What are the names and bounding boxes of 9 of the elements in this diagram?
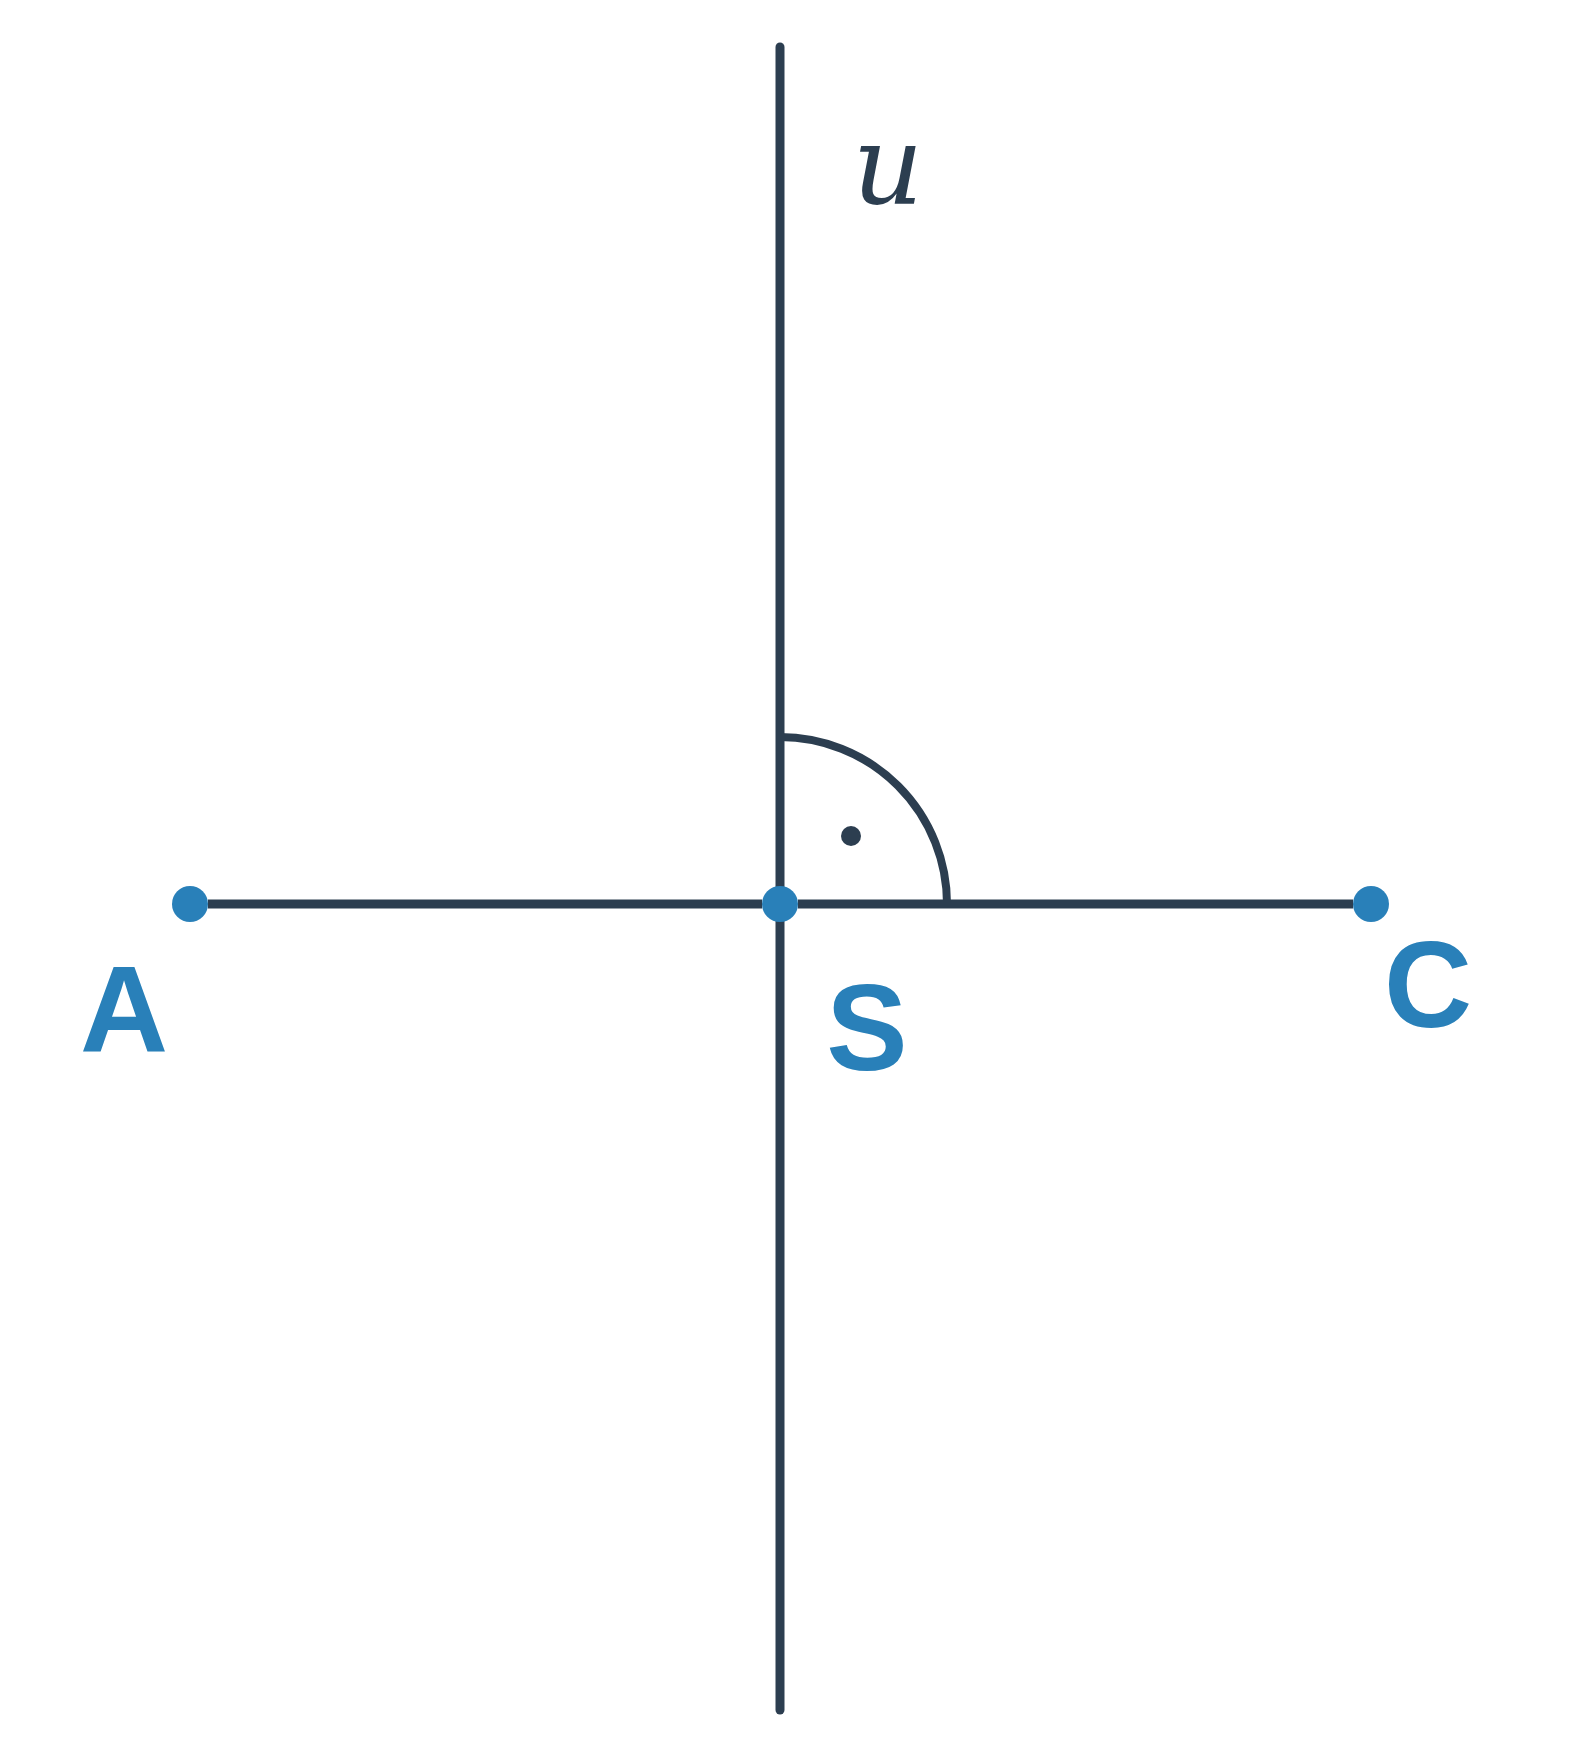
line-label: u [852, 110, 924, 220]
point-label: A [79, 949, 169, 1071]
point [172, 886, 208, 922]
point-label: S [826, 967, 908, 1089]
point [1353, 886, 1389, 922]
point [762, 886, 798, 922]
point-label: C [1383, 924, 1473, 1046]
line-segment [208, 899, 762, 909]
line-segment [798, 899, 1353, 909]
